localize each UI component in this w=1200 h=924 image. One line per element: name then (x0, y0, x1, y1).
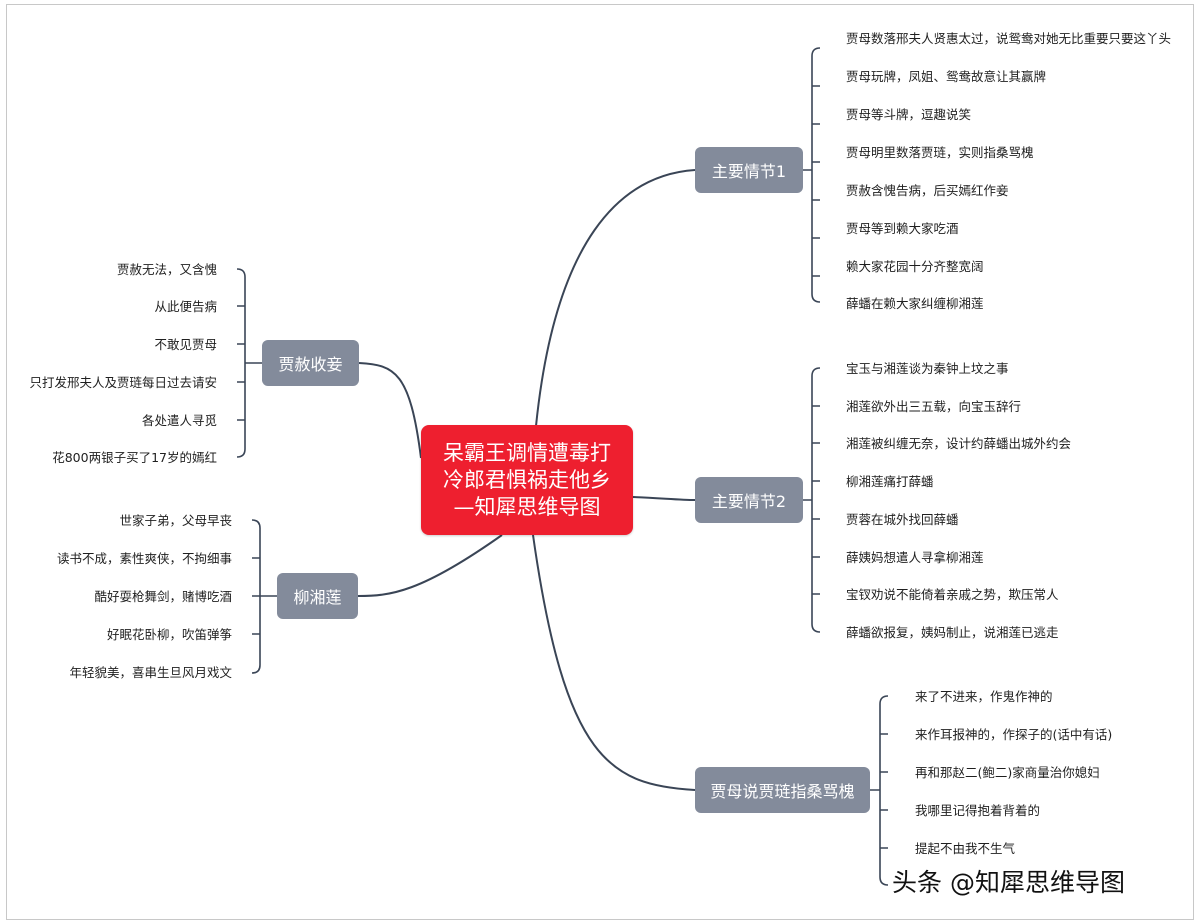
branch4-item-1[interactable]: 贾赦无法，又含愧 (116, 262, 217, 277)
branch2-item-8[interactable]: 薛蟠欲报复，姨妈制止，说湘莲已逃走 (846, 625, 1059, 640)
bracket-branch2 (803, 367, 821, 633)
link-root-branch2 (632, 496, 696, 501)
branch2-item-7[interactable]: 宝钗劝说不能倚着亲戚之势，欺压常人 (846, 587, 1059, 602)
branch3-item-4[interactable]: 我哪里记得抱着背着的 (915, 803, 1041, 818)
branch2-item-3[interactable]: 湘莲被纠缠无奈，设计约薛蟠出城外约会 (846, 436, 1072, 451)
branch4-item-4[interactable]: 只打发邢夫人及贾琏每日过去请安 (29, 375, 217, 390)
link-root-branch1 (535, 169, 696, 427)
bracket-branch3 (870, 695, 889, 886)
branch3-item-3[interactable]: 再和那赵二(鲍二)家商量治你媳妇 (915, 765, 1100, 780)
branch4-item-5[interactable]: 各处遣人寻觅 (141, 413, 217, 428)
branch1-item-1[interactable]: 贾母数落邢夫人贤惠太过，说鸳鸯对她无比重要只要这丫头 (846, 31, 1172, 46)
branch3-item-5[interactable]: 提起不由我不生气 (915, 841, 1016, 856)
branch4-item-2[interactable]: 从此便告病 (154, 299, 217, 314)
branch2-item-6[interactable]: 薛姨妈想遣人寻拿柳湘莲 (846, 550, 984, 565)
bracket-branch1 (803, 47, 821, 303)
branch1-item-3[interactable]: 贾母等斗牌，逗趣说笑 (846, 107, 972, 122)
root-title-line-1: 呆霸王调情遭毒打 (443, 440, 611, 465)
branch1-item-6[interactable]: 贾母等到赖大家吃酒 (846, 221, 959, 236)
root-topic[interactable]: 呆霸王调情遭毒打 冷郎君惧祸走他乡 —知犀思维导图 (421, 425, 633, 535)
branch1-item-4[interactable]: 贾母明里数落贾琏，实则指桑骂槐 (846, 145, 1034, 160)
branch1-item-2[interactable]: 贾母玩牌，凤姐、鸳鸯故意让其赢牌 (846, 69, 1047, 84)
bracket-branch4 (236, 268, 262, 458)
link-root-branch3 (532, 534, 696, 791)
watermark-text: 头条 @知犀思维导图 (892, 868, 1125, 897)
branch2-item-5[interactable]: 贾蓉在城外找回薛蟠 (846, 512, 959, 527)
root-title-line-3: —知犀思维导图 (453, 494, 601, 519)
link-root-branch4 (358, 362, 422, 459)
branch3-item-1[interactable]: 来了不进来，作鬼作神的 (915, 689, 1053, 704)
branch4-item-3[interactable]: 不敢见贾母 (154, 337, 217, 352)
branch-main-plot-1[interactable]: 主要情节1 (695, 147, 803, 193)
branch5-item-4[interactable]: 好眠花卧柳，吹笛弹筝 (106, 627, 232, 642)
branch5-item-5[interactable]: 年轻貌美，喜串生旦风月戏文 (69, 665, 232, 680)
branch5-item-3[interactable]: 酷好耍枪舞剑，赌博吃酒 (94, 589, 232, 604)
branch2-item-4[interactable]: 柳湘莲痛打薛蟠 (846, 474, 934, 489)
branch-main-plot-2[interactable]: 主要情节2 (695, 477, 803, 523)
branch1-item-5[interactable]: 贾赦含愧告病，后买嫣红作妾 (846, 183, 1009, 198)
branch1-item-8[interactable]: 薛蟠在赖大家纠缠柳湘莲 (846, 296, 984, 311)
branch-jiashe-concubine[interactable]: 贾赦收妾 (262, 340, 359, 386)
root-title-line-2: 冷郎君惧祸走他乡 (443, 467, 611, 492)
branch-liu-xianglian[interactable]: 柳湘莲 (277, 573, 358, 619)
branch5-item-1[interactable]: 世家子弟，父母早丧 (119, 513, 232, 528)
branch3-item-2[interactable]: 来作耳报神的，作探子的(话中有话) (915, 727, 1113, 742)
branch1-item-7[interactable]: 赖大家花园十分齐整宽阔 (846, 259, 984, 274)
branch2-item-2[interactable]: 湘莲欲外出三五载，向宝玉辞行 (846, 399, 1022, 414)
branch2-item-1[interactable]: 宝玉与湘莲谈为秦钟上坟之事 (846, 361, 1009, 376)
branch-jiamu-scolds[interactable]: 贾母说贾琏指桑骂槐 (695, 767, 870, 813)
link-root-branch5 (357, 534, 503, 597)
branch4-item-6[interactable]: 花800两银子买了17岁的嫣红 (52, 450, 217, 465)
branch5-item-2[interactable]: 读书不成，素性爽侠，不拘细事 (56, 551, 232, 566)
bracket-branch5 (251, 519, 277, 674)
